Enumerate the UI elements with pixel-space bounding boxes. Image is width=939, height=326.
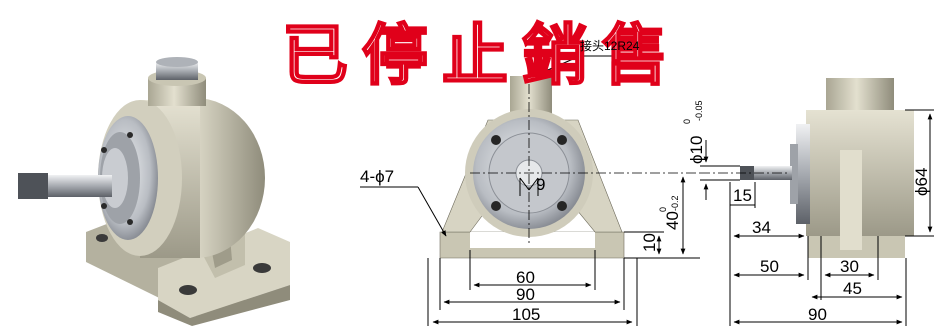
hole-label: 4-ϕ7 xyxy=(360,167,394,186)
motor-3d-illustration xyxy=(18,57,290,326)
dim-45: 45 xyxy=(843,279,862,298)
dim-shaft-len: 15 xyxy=(733,186,752,205)
front-view xyxy=(439,66,700,259)
dim-center-height: 40 xyxy=(663,211,682,230)
dim-shaft-to-body: 34 xyxy=(752,218,771,237)
dim-center-height-tol-lower: -0.2 xyxy=(670,195,680,211)
dim-base-thickness: 10 xyxy=(640,233,659,252)
dim-total: 90 xyxy=(808,305,827,324)
dim-shaft-dia-tol-upper: 0 xyxy=(682,119,692,124)
dim-base-inner: 90 xyxy=(516,285,535,304)
dim-50: 50 xyxy=(760,257,779,276)
fitting-callout: 接头12R24 xyxy=(580,38,640,53)
side-view xyxy=(700,78,914,258)
discontinued-banner: 已停止銷售 xyxy=(282,17,682,94)
dim-base-total: 105 xyxy=(512,305,540,324)
dim-center-height-tol-upper: 0 xyxy=(658,207,668,212)
side-view-dimensions xyxy=(700,109,934,326)
dim-shaft-dia: ϕ10 xyxy=(687,136,706,164)
front-view-dimensions xyxy=(360,55,700,326)
dim-center-offset: 9 xyxy=(536,175,545,194)
dim-body-dia: ϕ64 xyxy=(912,168,931,196)
dim-30: 30 xyxy=(840,257,859,276)
dim-bolt-spacing: 60 xyxy=(516,268,535,287)
dim-shaft-dia-tol-lower: -0.05 xyxy=(694,100,704,121)
